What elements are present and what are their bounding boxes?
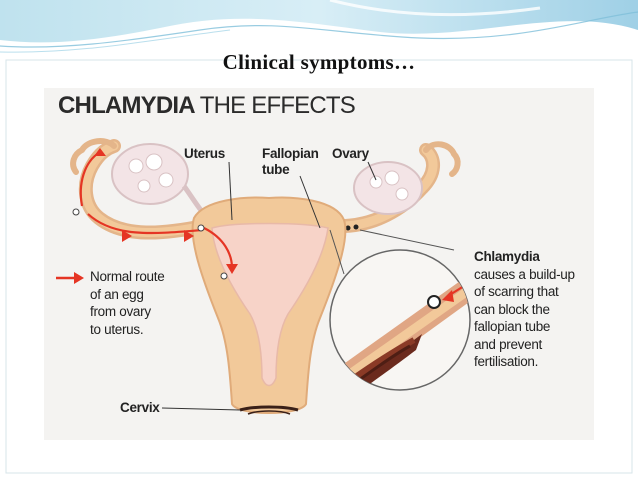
label-fallopian-line-1: Fallopian <box>262 146 319 161</box>
cervix-opening <box>239 405 299 412</box>
legend-line: of an egg <box>90 286 144 302</box>
note-title: Chlamydia <box>474 249 540 264</box>
magnified-blocked-tube <box>329 249 471 391</box>
left-ovary <box>111 143 189 205</box>
note-line: fallopian tube <box>474 319 551 334</box>
heading-bold: CHLAMYDIA <box>58 92 195 119</box>
reproductive-anatomy-illustration <box>56 138 471 415</box>
right-ovary <box>353 161 423 215</box>
heading-light: THE EFFECTS <box>199 92 356 119</box>
note-line: and prevent <box>474 336 543 352</box>
uterine-cavity <box>211 222 329 387</box>
slide-title: Clinical symptoms… <box>222 50 416 74</box>
legend-line: from ovary <box>90 304 151 319</box>
label-cervix: Cervix <box>120 400 160 415</box>
legend-normal-route: Normal route of an egg from ovary to ute… <box>90 268 165 338</box>
label-fallopian-line-2: tube <box>262 162 290 177</box>
note-line: fertilisation. <box>474 354 539 369</box>
legend-line: to uterus. <box>90 321 144 337</box>
legend-line: Normal route <box>90 269 165 284</box>
figure-heading: CHLAMYDIA THE EFFECTS <box>58 92 356 120</box>
label-ovary: Ovary <box>332 146 369 161</box>
chlamydia-diagram: CHLAMYDIA THE EFFECTS Uterus Fallopian t… <box>44 88 594 440</box>
label-uterus: Uterus <box>184 146 225 161</box>
chlamydia-note: Chlamydia causes a build-up of scarring … <box>474 248 575 371</box>
egg-icon <box>427 295 441 309</box>
note-line: causes a build-up <box>474 266 575 282</box>
legend-arrow <box>74 272 84 284</box>
label-fallopian-tube: Fallopian tube <box>262 146 319 178</box>
note-line: can block the <box>474 301 550 317</box>
note-line: of scarring that <box>474 284 559 299</box>
